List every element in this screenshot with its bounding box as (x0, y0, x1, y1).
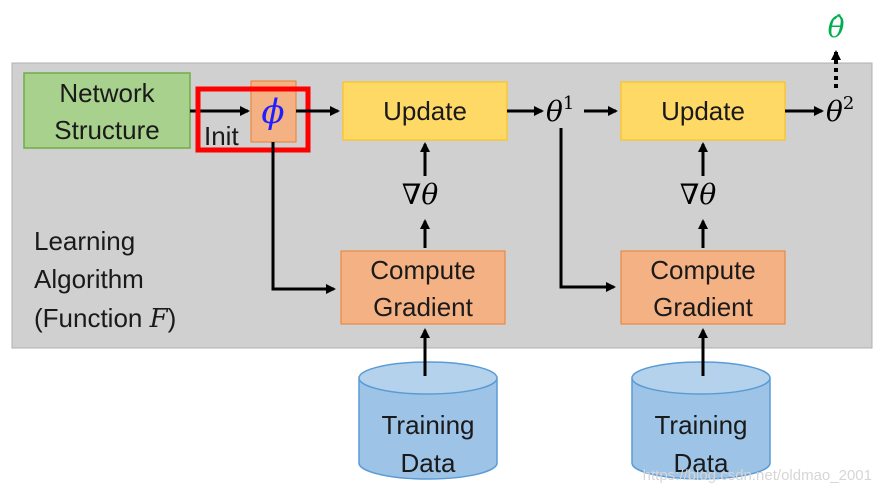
compute-gradient-1-line2: Gradient (373, 292, 473, 322)
network-structure-box (23, 72, 191, 149)
grad-theta-label-1: ∇θ (402, 178, 439, 211)
compute-gradient-box-1 (340, 250, 506, 325)
grad-theta-label-2: ∇θ (680, 178, 717, 211)
training-data-1-line1: Training (382, 410, 475, 440)
learning-algorithm-line1: Learning (34, 226, 135, 256)
training-data-1-line2: Data (401, 448, 456, 478)
theta-hat-label: θ̂ (828, 11, 845, 44)
training-data-2-line1: Training (655, 410, 748, 440)
compute-gradient-2-line1: Compute (650, 255, 756, 285)
training-data-cylinder-2 (631, 361, 771, 480)
compute-gradient-2-line2: Gradient (653, 292, 753, 322)
learning-algorithm-line3: (Function F) (34, 303, 176, 334)
update-box-2 (620, 81, 786, 141)
arrow-theta-1-to-compute-2 (559, 128, 616, 292)
learning-algorithm-line2: Algorithm (34, 264, 144, 294)
init-label: Init (204, 121, 239, 151)
training-data-2-line2: Data (674, 448, 729, 478)
update-box-1 (342, 81, 508, 141)
update-label-1: Update (383, 96, 467, 126)
init-highlight-box (195, 86, 311, 153)
watermark-text: https://blog.csdn.net/oldmao_2001 (643, 467, 872, 484)
phi-symbol: ϕ (261, 92, 284, 132)
theta-1-label: θ1 (546, 93, 574, 128)
update-label-2: Update (661, 96, 745, 126)
arrow-phi-to-compute-1 (271, 142, 336, 294)
compute-gradient-box-2 (620, 250, 786, 325)
network-structure-line2: Structure (54, 115, 160, 145)
training-data-cylinder-1 (358, 361, 498, 480)
compute-gradient-1-line1: Compute (370, 255, 476, 285)
theta-2-label: θ2 (826, 93, 854, 128)
network-structure-line1: Network (59, 78, 155, 108)
